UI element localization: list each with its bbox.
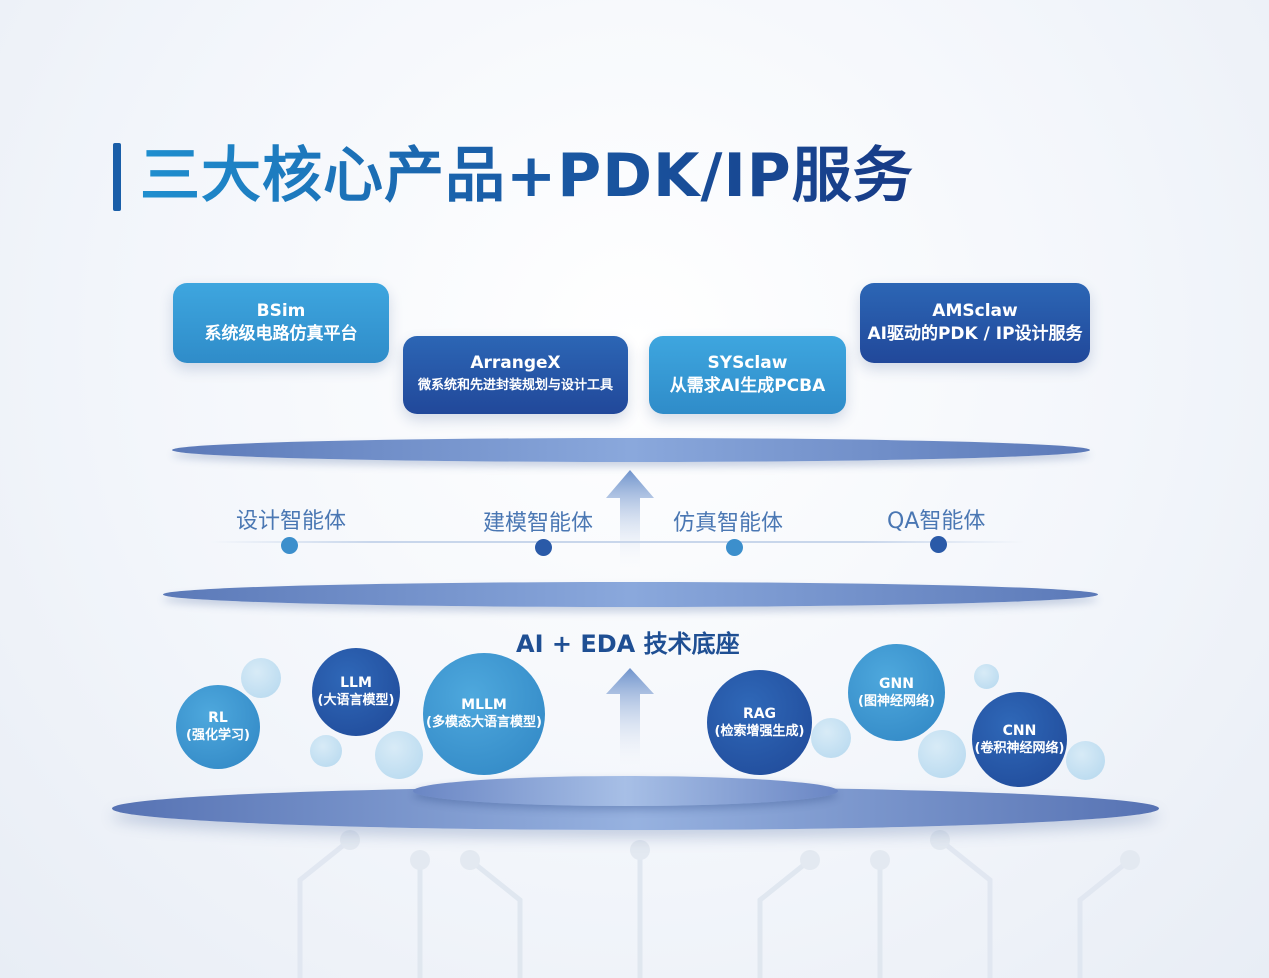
platform-disc-middle	[163, 582, 1098, 607]
product-name: BSim	[256, 301, 306, 321]
product-desc: 系统级电路仿真平台	[204, 324, 358, 344]
tech-name: RAG	[742, 705, 777, 722]
agent-dot	[281, 537, 298, 554]
tech-desc: (检索增强生成)	[714, 723, 805, 739]
agent-label-simulation: 仿真智能体	[673, 511, 784, 536]
product-desc: 从需求AI生成PCBA	[669, 376, 826, 396]
product-desc: AI驱动的PDK / IP设计服务	[867, 324, 1083, 344]
tech-circle-rl: RL (强化学习)	[176, 685, 260, 769]
product-name: ArrangeX	[470, 353, 561, 373]
tech-circle-rag: RAG (检索增强生成)	[707, 670, 812, 775]
tech-desc: (强化学习)	[186, 728, 250, 743]
tech-name: LLM	[340, 675, 372, 691]
tech-circle-gnn: GNN (图神经网络)	[848, 644, 945, 741]
product-card-amsclaw: AMSclaw AI驱动的PDK / IP设计服务	[860, 283, 1090, 363]
decor-bubble	[974, 664, 999, 689]
agent-dot	[535, 539, 552, 556]
product-desc: 微系统和先进封装规划与设计工具	[417, 378, 613, 393]
tech-name: RL	[208, 710, 228, 726]
tech-desc: (图神经网络)	[858, 693, 935, 709]
tech-desc: (卷积神经网络)	[974, 740, 1065, 756]
platform-disc-top	[172, 438, 1090, 462]
tech-desc: (多模态大语言模型)	[426, 715, 542, 730]
decor-bubble	[241, 658, 281, 698]
product-name: SYSclaw	[707, 353, 788, 373]
arrow-up-upper-icon	[606, 470, 654, 572]
tech-name: CNN	[1002, 722, 1037, 739]
tech-name: GNN	[879, 675, 914, 692]
tech-base-label: AI + EDA 技术底座	[516, 630, 740, 658]
tech-circle-cnn: CNN (卷积神经网络)	[972, 692, 1067, 787]
product-card-sysclaw: SYSclaw 从需求AI生成PCBA	[649, 336, 846, 414]
title-accent-bar	[113, 143, 121, 211]
agent-label-qa: QA智能体	[887, 509, 986, 534]
decor-bubble	[310, 735, 342, 767]
decor-bubble	[375, 731, 423, 779]
agent-label-modeling: 建模智能体	[483, 511, 594, 536]
arrow-up-lower-icon	[606, 668, 654, 774]
tech-desc: (大语言模型)	[317, 693, 395, 708]
agent-line	[210, 541, 1025, 543]
product-card-arrangex: ArrangeX 微系统和先进封装规划与设计工具	[403, 336, 628, 414]
tech-circle-llm: LLM (大语言模型)	[312, 648, 400, 736]
tech-circle-mllm: MLLM (多模态大语言模型)	[423, 653, 545, 775]
product-card-bsim: BSim 系统级电路仿真平台	[173, 283, 389, 363]
decor-bubble	[1066, 741, 1105, 780]
tech-name: MLLM	[461, 697, 507, 713]
page-title: 三大核心产品+PDK/IP服务	[140, 128, 914, 224]
decor-bubble	[811, 718, 851, 758]
product-name: AMSclaw	[932, 301, 1018, 321]
agent-label-design: 设计智能体	[236, 509, 347, 534]
platform-disc-pedestal	[413, 776, 838, 806]
agent-dot	[930, 536, 947, 553]
agent-dot	[726, 539, 743, 556]
decor-bubble	[918, 730, 966, 778]
